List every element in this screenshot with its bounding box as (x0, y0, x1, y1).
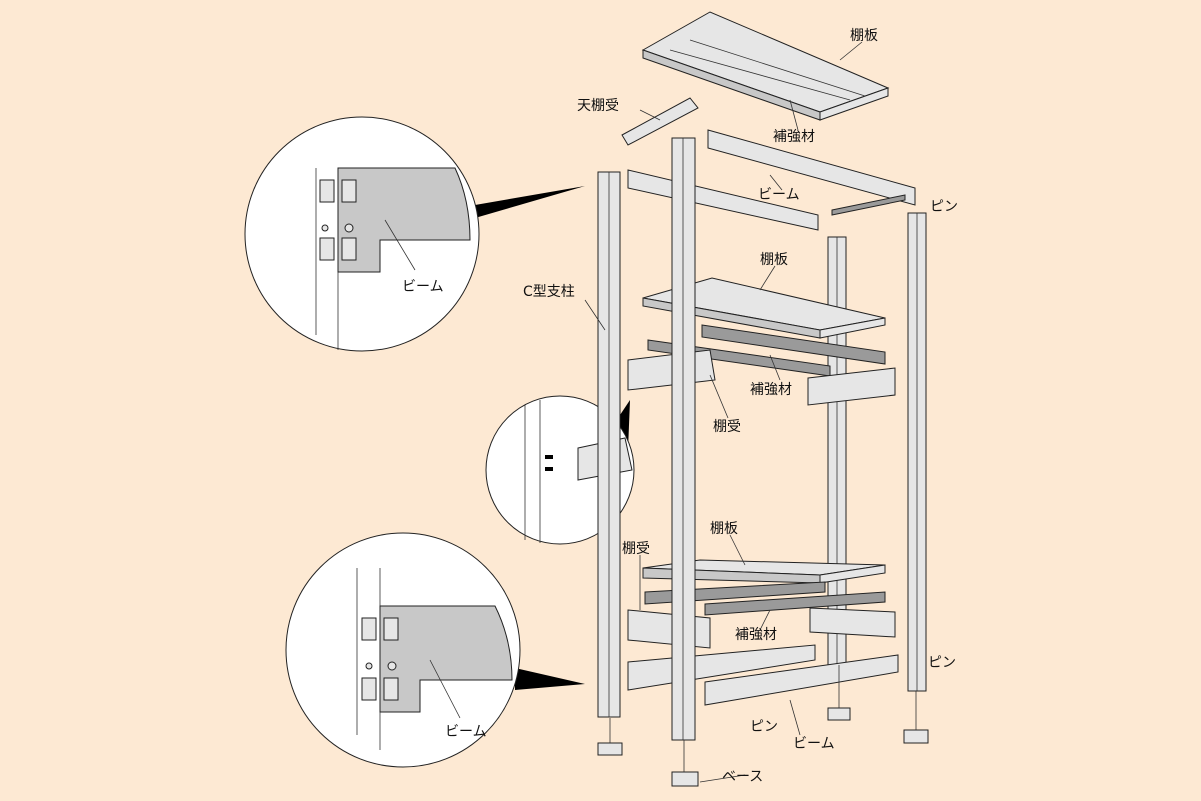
bottom-reinforcement-2 (704, 591, 886, 616)
post-front-left (671, 137, 696, 741)
label-lower-detail-beam: ビーム (445, 724, 487, 740)
post-back-left (597, 171, 621, 718)
leader-lines (584, 41, 863, 783)
label-c-post: C型支柱 (523, 284, 575, 300)
label-top-reinforcement: 補強材 (773, 129, 815, 145)
label-middle-shelf: 棚板 (760, 252, 788, 268)
label-bottom-shelf-support: 棚受 (622, 541, 650, 557)
detail-circle-lower (285, 532, 585, 768)
label-middle-reinforcement: 補強材 (750, 382, 792, 398)
label-upper-detail-beam: ビーム (402, 279, 444, 295)
bases (597, 665, 929, 787)
label-top-shelf: 棚板 (850, 28, 878, 44)
top-shelf (641, 11, 890, 121)
top-shelf-support (621, 97, 699, 146)
label-top-shelf-support: 天棚受 (577, 98, 619, 114)
label-bottom-shelf: 棚板 (710, 521, 738, 537)
label-bottom-beam: ビーム (793, 736, 835, 752)
label-top-beam: ビーム (758, 187, 800, 203)
detail-circle-upper (244, 116, 585, 352)
label-middle-shelf-support: 棚受 (713, 419, 741, 435)
bottom-shelf-support-right (809, 607, 896, 638)
label-base: ベース (722, 769, 763, 785)
post-front-right (907, 212, 927, 692)
label-bottom-reinforcement: 補強材 (735, 627, 777, 643)
label-top-pin: ピン (930, 199, 958, 215)
bottom-beam-front (704, 654, 899, 706)
label-bottom-pin: ピン (750, 719, 778, 735)
label-right-pin: ピン (928, 655, 956, 671)
top-beam-front (707, 129, 916, 206)
bottom-shelf-support-left (627, 609, 711, 649)
middle-shelf-support-right (807, 367, 896, 406)
middle-reinforcement-1 (701, 324, 886, 365)
top-reinforcement (831, 194, 906, 216)
